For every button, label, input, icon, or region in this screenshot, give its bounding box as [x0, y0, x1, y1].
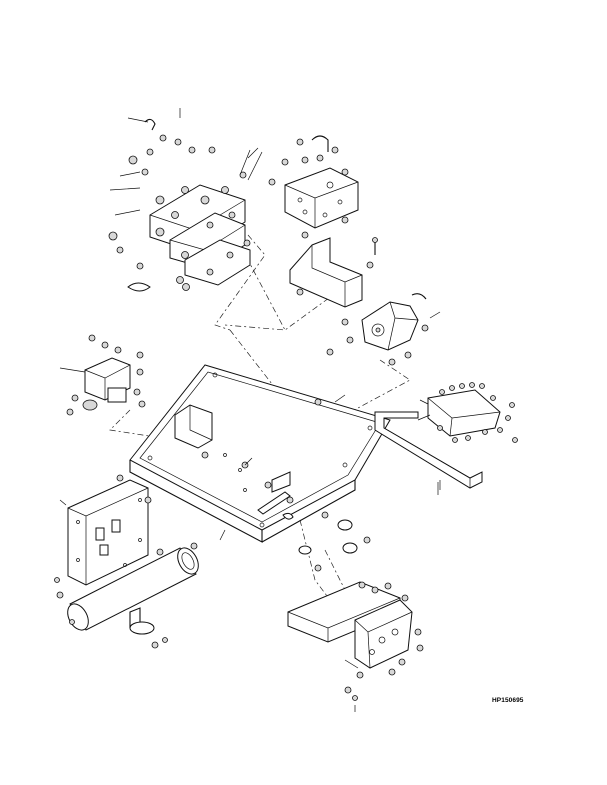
fitting-group	[155, 186, 236, 284]
lower-right-bracket-and-manifold	[287, 511, 424, 712]
left-panel-plate	[54, 474, 152, 599]
right-support-bar	[374, 411, 483, 495]
right-pump-assembly	[326, 293, 429, 366]
left-filter-valve-block	[59, 334, 146, 416]
figure-id-label: HP150695	[492, 697, 524, 704]
right-manifold-rail	[417, 382, 518, 443]
cylinder-tube-with-clamp	[67, 542, 199, 649]
rail-fittings	[437, 382, 518, 443]
callout-leaders	[59, 108, 441, 541]
upper-left-control-valve-bank	[108, 117, 263, 292]
upper-right-valve-block-and-bracket	[268, 135, 378, 308]
center-mounting-plate	[129, 364, 391, 543]
